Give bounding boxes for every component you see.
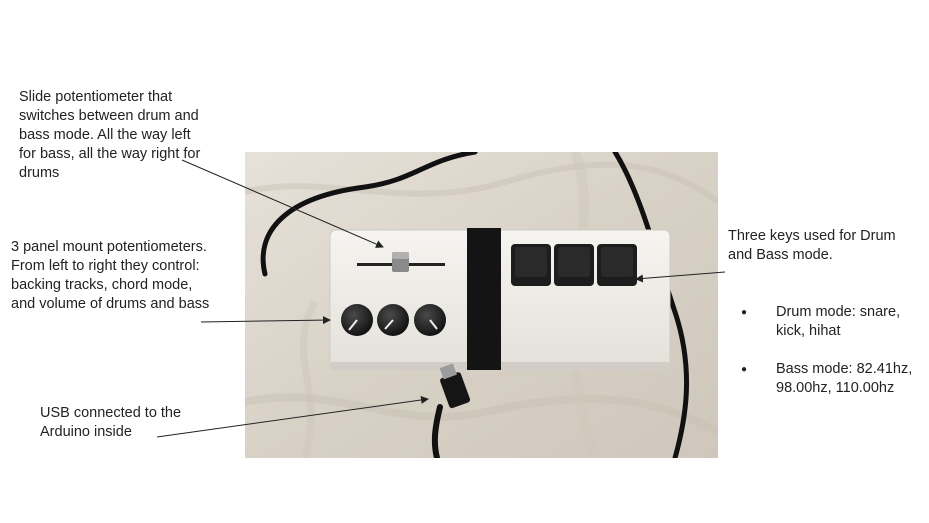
device-illustration xyxy=(244,149,720,461)
usb-plug xyxy=(439,363,471,409)
keys-annotation-bullet: Bass mode: 82.41hz, 98.00hz, 110.00hz xyxy=(728,360,928,398)
keys-annotation: Three keys used for Drum and Bass mode. … xyxy=(728,208,928,436)
usb-annotation: USB connected to the Arduino inside xyxy=(40,405,182,440)
keys-annotation-list: Drum mode: snare, kick, hihat Bass mode:… xyxy=(728,284,928,417)
keys-annotation-bullet: Drum mode: snare, kick, hihat xyxy=(728,303,928,341)
key-1[interactable] xyxy=(511,244,551,286)
cable xyxy=(612,149,689,461)
knob-volume[interactable] xyxy=(414,304,446,336)
slider-annotation: Slide potentiometer that switches betwee… xyxy=(19,89,201,181)
keys-annotation-title: Three keys used for Drum and Bass mode. xyxy=(728,228,896,263)
key-3[interactable] xyxy=(597,244,637,286)
slider-knob[interactable] xyxy=(392,252,409,272)
knob-chord-mode[interactable] xyxy=(377,304,409,336)
pots-annotation: 3 panel mount potentiometers. From left … xyxy=(11,239,210,312)
knob-backing-tracks[interactable] xyxy=(341,304,373,336)
usb-cable xyxy=(431,404,443,461)
black-strip xyxy=(467,228,501,370)
device-photo xyxy=(244,149,720,461)
key-2[interactable] xyxy=(554,244,594,286)
